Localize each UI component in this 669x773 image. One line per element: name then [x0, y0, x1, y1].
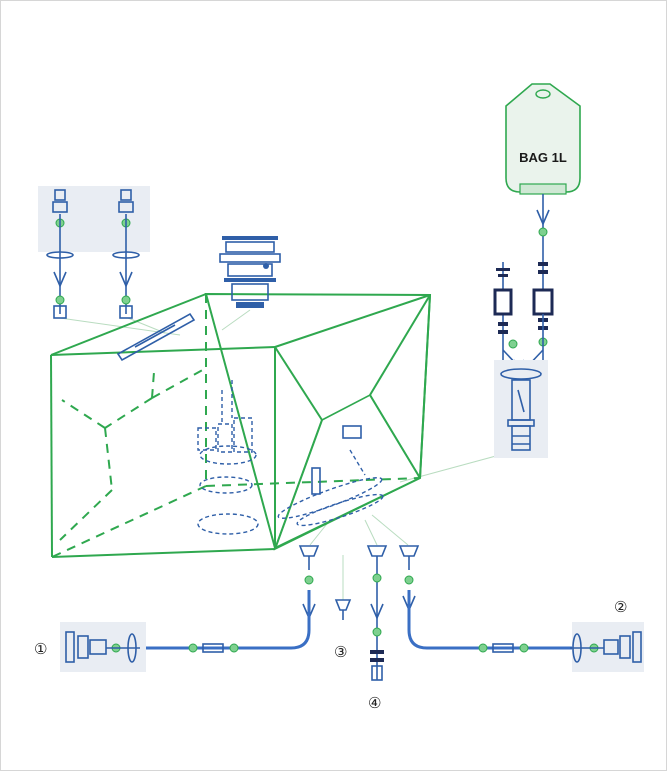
callout-2: ② — [614, 598, 627, 616]
port-3 — [334, 599, 352, 620]
inline-connectors — [188, 643, 529, 653]
callout-1: ① — [34, 640, 47, 658]
top-impeller — [219, 236, 281, 308]
bag-feed-line — [493, 194, 554, 372]
bag-1l: BAG 1L — [505, 83, 581, 195]
leader-lines — [59, 309, 519, 600]
port-4 — [366, 545, 388, 681]
port-2 — [398, 545, 600, 650]
port-1 — [120, 545, 320, 650]
internal-bag-parts — [197, 380, 384, 535]
top-left-sampling-lines — [38, 186, 150, 319]
callout-3: ③ — [334, 643, 347, 661]
right-end-connector — [570, 622, 644, 672]
sampling-line-2 — [112, 189, 140, 319]
bag-label: BAG 1L — [519, 150, 567, 165]
left-end-connector — [60, 622, 146, 672]
bioreactor-frame — [50, 292, 432, 558]
bottom-ports — [120, 545, 600, 681]
top-side-port — [116, 312, 196, 362]
callout-4: ④ — [368, 694, 381, 712]
sampling-line-1 — [46, 189, 74, 319]
right-probe-port — [494, 360, 548, 458]
